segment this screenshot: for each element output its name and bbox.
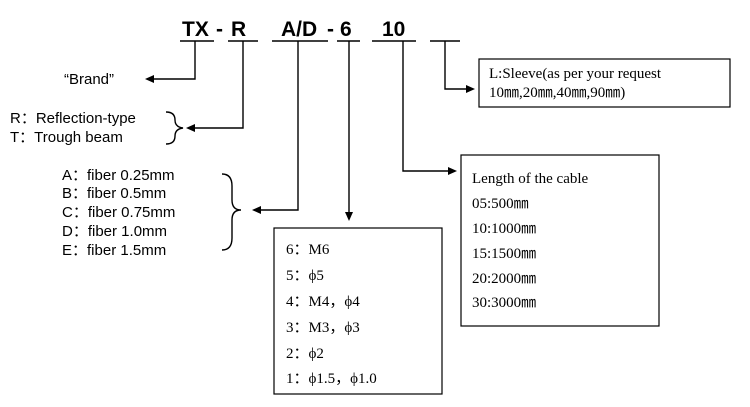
connector-fiber [252,41,299,214]
cable-option-05: 05:500㎜ [472,196,529,212]
code-dash-2: - [327,18,334,41]
brand-label: “Brand” [64,71,114,88]
type-brace [165,111,184,145]
cable-option-15: 15:1500㎜ [472,246,536,262]
thread-box [273,227,443,395]
cable-option-10: 10:1000㎜ [472,221,536,237]
cable-box [460,154,660,327]
fiber-brace [221,173,242,251]
thread-option-3: 3：M3，ϕ3 [286,320,360,336]
code-dash-1: - [216,18,223,41]
fiber-option-c: C：fiber 0.75mm [62,204,175,221]
cable-option-20: 20:2000㎜ [472,271,536,287]
code-tx: TX [182,18,209,41]
cable-option-30: 30:3000㎜ [472,295,536,311]
thread-option-5: 5：ϕ5 [286,268,324,284]
code-10: 10 [382,18,405,41]
sleeve-line-1: L:Sleeve(as per your request [489,66,662,82]
fiber-option-a: A：fiber 0.25mm [62,167,175,184]
thread-option-4: 4：M4，ϕ4 [286,294,360,310]
connector-brand [145,41,196,83]
connector-cable [402,41,457,175]
connector-thread [345,41,353,221]
thread-option-2: 2：ϕ2 [286,346,324,362]
sleeve-box [478,58,731,108]
thread-option-6: 6：M6 [286,242,330,258]
type-option-r: R：Reflection-type [10,110,136,127]
connector-type [186,41,244,132]
thread-option-1: 1：ϕ1.5，ϕ1.0 [286,371,377,387]
cable-title: Length of the cable [472,171,589,187]
sleeve-line-2: 10㎜,20㎜,40㎜,90㎜) [489,85,625,101]
fiber-option-b: B：fiber 0.5mm [62,185,166,202]
connector-sleeve [444,41,475,93]
fiber-option-e: E：fiber 1.5mm [62,242,166,259]
code-r: R [231,18,246,41]
code-ad: A/D [281,18,317,41]
code-6: 6 [340,18,352,41]
type-option-t: T：Trough beam [10,129,123,146]
fiber-option-d: D：fiber 1.0mm [62,223,167,240]
